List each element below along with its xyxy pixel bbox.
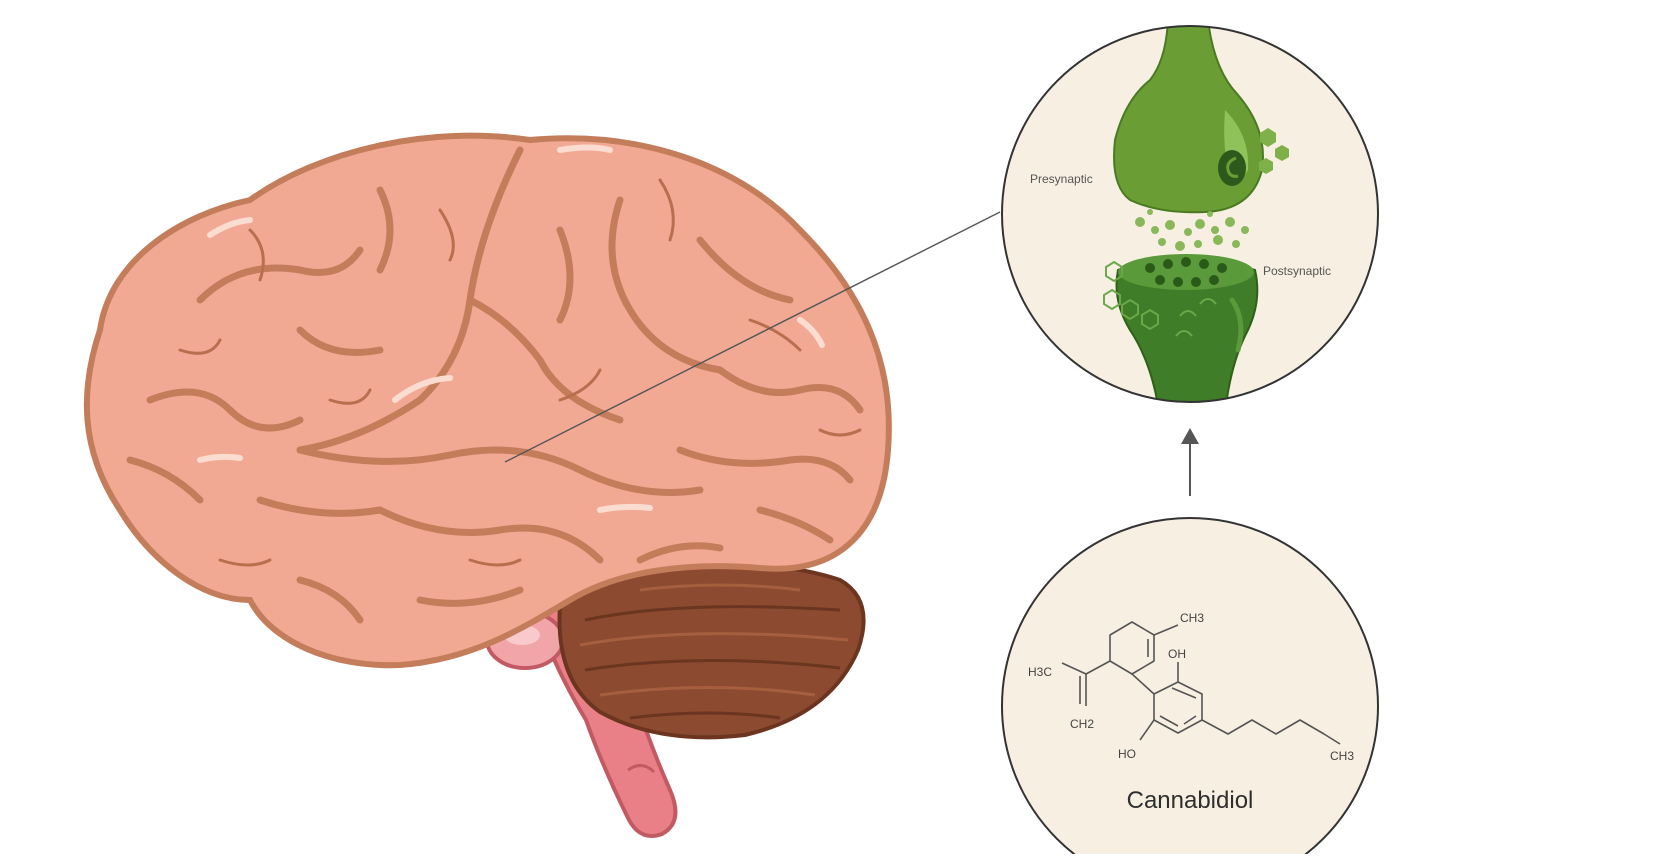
zoom-connector-line — [504, 211, 1001, 463]
brain-illustration — [83, 132, 892, 838]
cerebrum — [83, 132, 892, 669]
ch3-top-label: CH3 — [1180, 611, 1204, 625]
oh-top-label: OH — [1168, 647, 1186, 661]
molecule-inset: CH3 H3C CH2 OH HO CH3 Cannabidiol — [1001, 517, 1379, 859]
postsynaptic-label: Postsynaptic — [1263, 264, 1331, 278]
synapse-inset: Presynaptic Postsynaptic — [1001, 25, 1379, 403]
presynaptic-label: Presynaptic — [1030, 172, 1093, 186]
h3c-label: H3C — [1028, 665, 1052, 679]
ch2-label: CH2 — [1070, 717, 1094, 731]
cerebellum — [557, 559, 866, 740]
ch3-tail-label: CH3 — [1330, 749, 1354, 763]
molecule-name: Cannabidiol — [1127, 787, 1254, 814]
ho-bottom-label: HO — [1118, 747, 1136, 761]
up-arrow — [1181, 428, 1199, 496]
